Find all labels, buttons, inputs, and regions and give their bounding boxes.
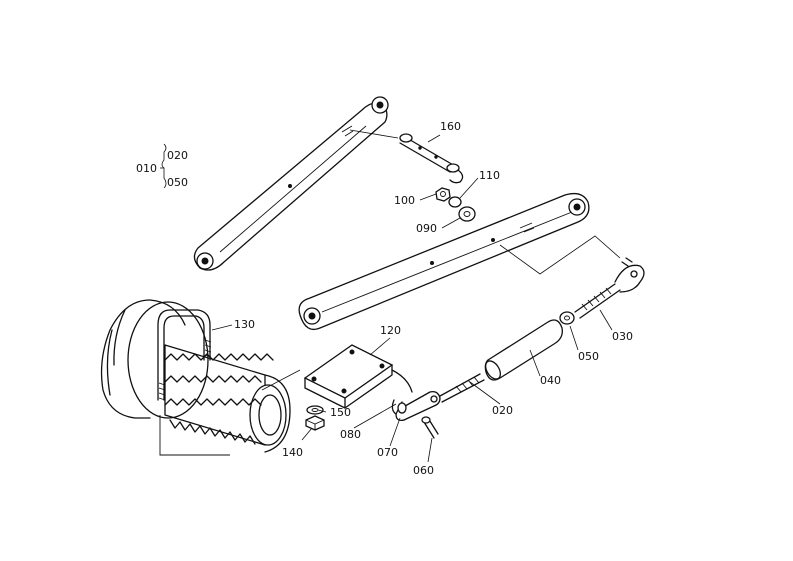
label-120: 120 [380, 324, 401, 337]
label-050: 050 [578, 350, 599, 363]
label-150: 150 [330, 406, 351, 419]
label-100: 100 [394, 194, 415, 207]
label-020: 020 [492, 404, 513, 417]
label-010: 010 [136, 162, 157, 175]
label-080: 080 [340, 428, 361, 441]
label-050-group: 050 [167, 176, 188, 189]
upper-lower-link-arm [193, 96, 389, 271]
label-030: 030 [612, 330, 633, 343]
check-chain [349, 129, 464, 184]
turnbuckle-assembly [395, 235, 645, 422]
nut-washer-stack [435, 187, 476, 222]
label-130: 130 [234, 318, 255, 331]
label-070: 070 [377, 446, 398, 459]
nut-washer-140-150 [305, 405, 325, 431]
leader-lines [160, 134, 613, 463]
rotor-unit [100, 299, 291, 456]
pin-set [391, 399, 439, 439]
label-090: 090 [416, 222, 437, 235]
bracket-plate [261, 344, 413, 409]
label-040: 040 [540, 374, 561, 387]
label-160: 160 [440, 120, 461, 133]
label-140: 140 [282, 446, 303, 459]
lower-lower-link-arm [298, 192, 590, 331]
u-bolt [157, 309, 212, 401]
part-labels: 010 020 050 160 100 110 090 130 120 150 … [136, 120, 633, 477]
label-110: 110 [479, 169, 500, 182]
label-060: 060 [413, 464, 434, 477]
label-020-group: 020 [167, 149, 188, 162]
